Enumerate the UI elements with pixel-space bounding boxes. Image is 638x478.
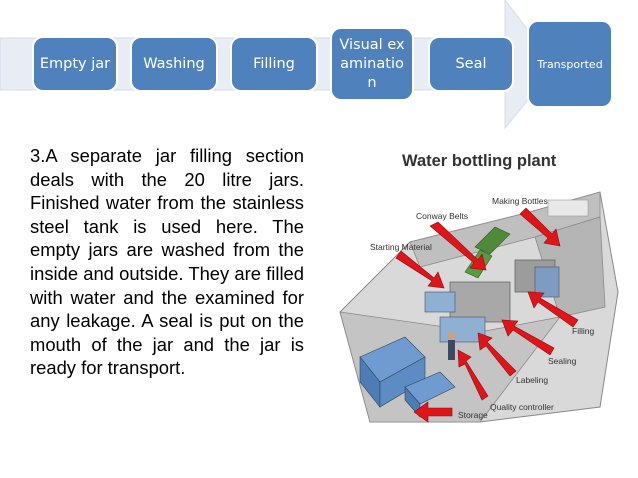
label-filling: Filling — [572, 326, 594, 336]
label-making-bottles: Making Bottles — [492, 196, 548, 206]
step-label: Visual examination — [339, 36, 405, 91]
label-conway-belts: Conway Belts — [416, 211, 468, 221]
figure-labels: Conway Belts Making Bottles Starting Mat… — [370, 196, 594, 420]
arrow-storage — [413, 401, 453, 423]
step-label: Filling — [253, 55, 295, 72]
step-washing: Washing — [132, 38, 216, 90]
step-label: Transported — [537, 57, 603, 71]
step-label: Seal — [455, 55, 487, 72]
label-making-bottles-text: Making Bottles — [492, 196, 548, 206]
label-quality-controller: Quality controller — [490, 402, 554, 412]
step-filling: Filling — [232, 38, 316, 90]
description-paragraph: 3.A separate jar filling section deals w… — [30, 145, 304, 379]
water-bottling-plant-figure: Water bottling plant — [339, 152, 619, 423]
arrow-labeling — [477, 332, 517, 377]
step-seal: Seal — [430, 38, 512, 90]
arrow-sealing — [501, 319, 555, 356]
arrow-starting-material — [395, 250, 445, 289]
arrow-filling — [527, 291, 579, 328]
arrow-making-bottles — [519, 207, 561, 247]
label-starting-material: Starting Material — [370, 242, 432, 252]
callout-arrows — [395, 207, 579, 423]
label-storage: Storage — [458, 410, 488, 420]
step-visual-examination: Visual examination — [332, 29, 412, 99]
arrow-conway-belts — [429, 221, 487, 271]
container-illustration — [339, 191, 619, 423]
step-label: Empty jar — [39, 55, 111, 72]
arrow-quality-controller — [457, 349, 489, 401]
step-empty-jar: Empty jar — [34, 38, 116, 90]
step-label: Washing — [143, 55, 205, 72]
figure-title: Water bottling plant — [402, 152, 557, 170]
label-labeling: Labeling — [516, 375, 548, 385]
step-transported: Transported — [529, 22, 611, 106]
label-sealing: Sealing — [548, 356, 577, 366]
